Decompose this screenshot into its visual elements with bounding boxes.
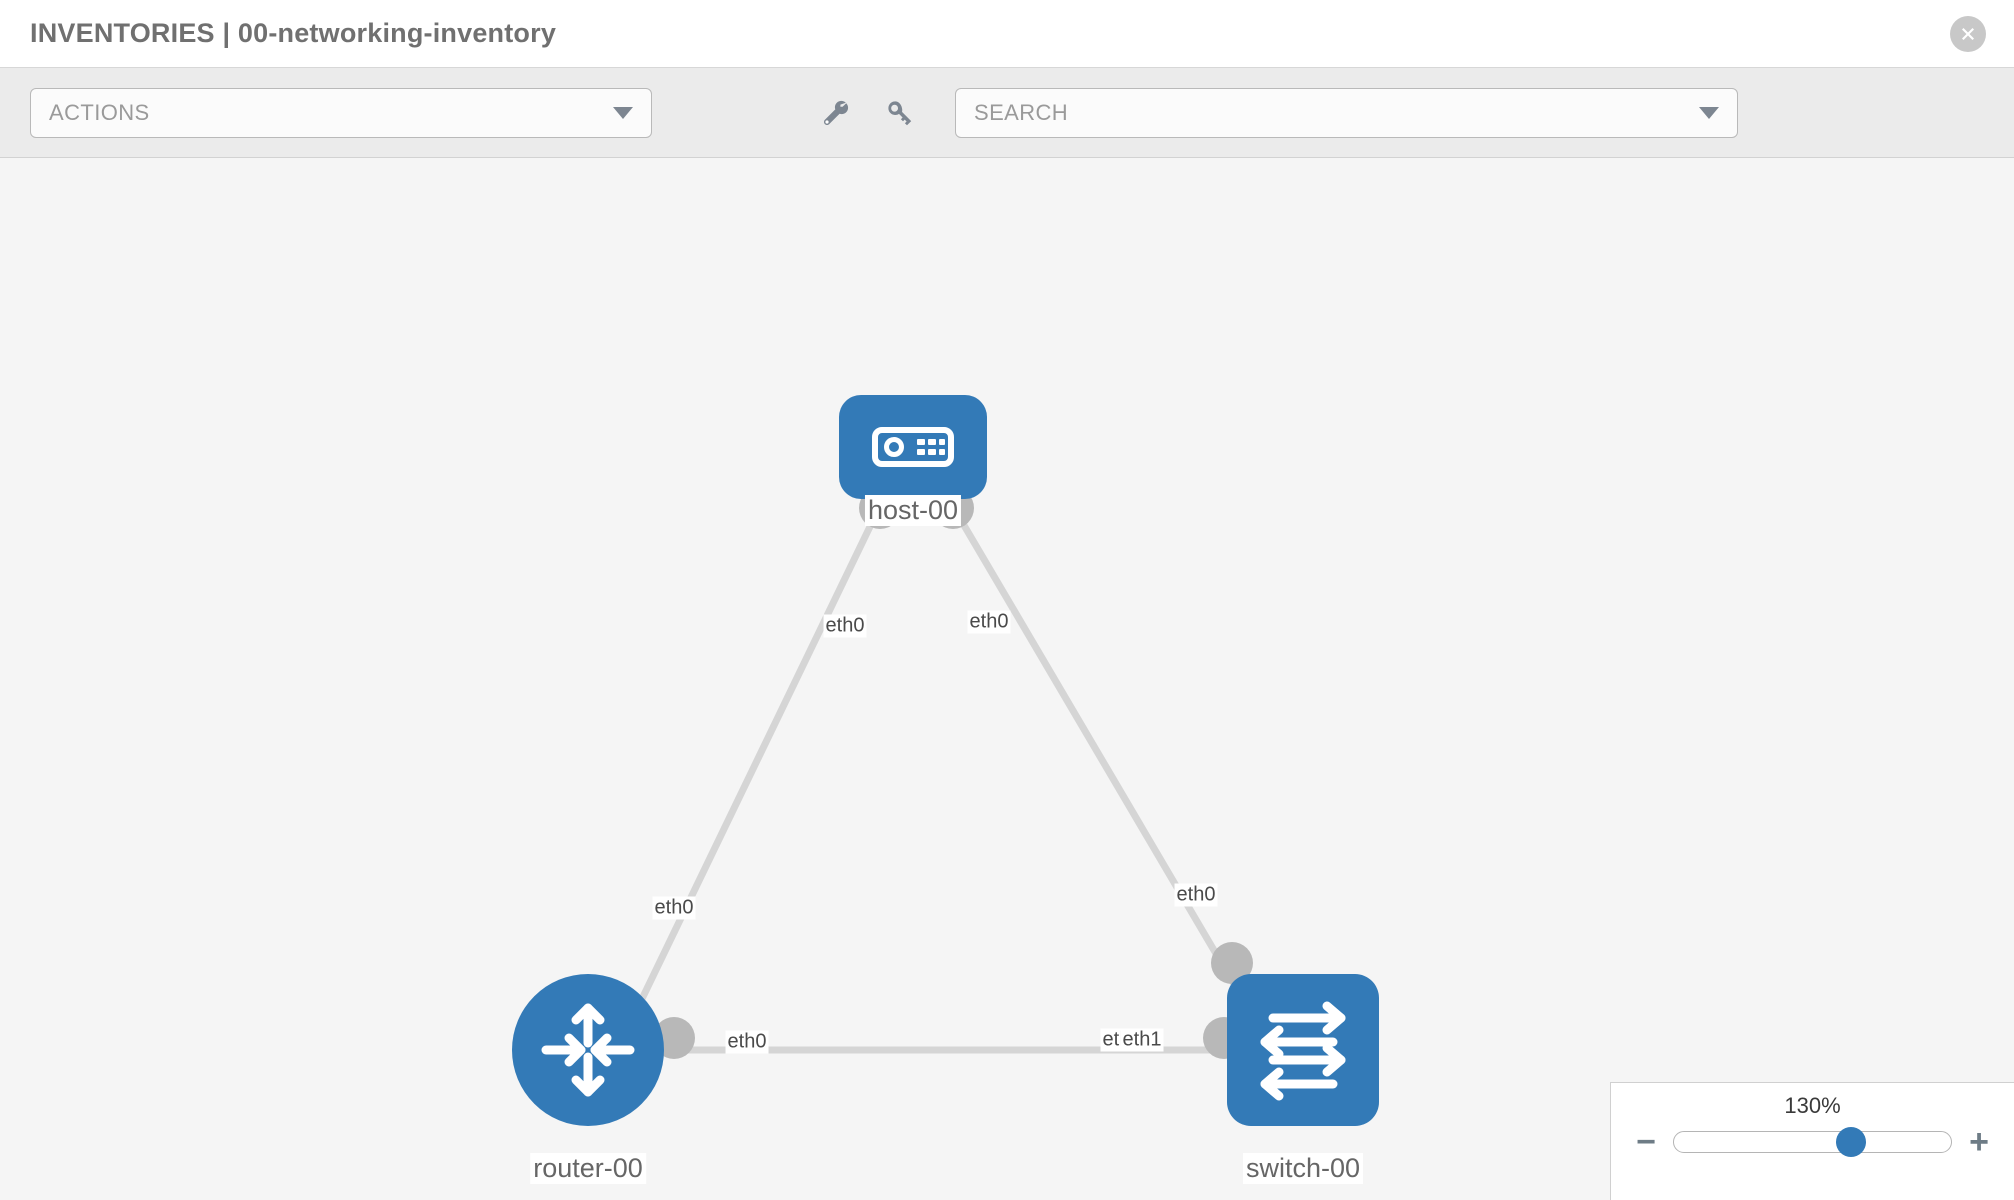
chevron-down-icon [613,106,633,119]
zoom-level-value: 130% [1784,1093,1841,1118]
topology-node-switch-00[interactable] [1227,974,1379,1126]
switch-icon [1260,1001,1346,1101]
topology-node-router-00[interactable] [512,974,664,1126]
key-icon[interactable] [881,96,915,130]
topology-node-label-switch-00: switch-00 [1242,1153,1364,1185]
actions-dropdown-label: ACTIONS [49,99,150,125]
topology-links [636,487,1253,1059]
interface-label-router-host: eth0 [652,896,696,920]
connector-dot [1211,942,1253,984]
actions-dropdown[interactable]: ACTIONS [30,87,652,138]
zoom-slider-row: − + [1611,1125,2014,1159]
zoom-control-panel: 130% − + [1610,1082,2014,1200]
topology-node-host-00[interactable] [839,395,987,499]
interface-label-host-router: eth0 [823,614,867,638]
chevron-down-icon [1699,106,1719,119]
zoom-in-button[interactable]: + [1969,1123,1989,1161]
search-input-placeholder: SEARCH [974,99,1069,125]
topology-diagram: host-00 router-00 [0,158,2014,1200]
zoom-slider[interactable] [1673,1127,1952,1157]
zoom-slider-thumb[interactable] [1836,1127,1867,1157]
interface-label-switch-host: eth0 [1174,883,1218,907]
zoom-out-button[interactable]: − [1636,1123,1656,1161]
topology-node-label-router-00: router-00 [530,1153,646,1185]
interface-label-host-switch: eth0 [967,610,1011,634]
link-connectors [653,487,1253,1059]
link-host-router [636,508,882,1005]
topology-node-label-host-00: host-00 [864,495,962,527]
server-icon [872,427,954,467]
link-host-switch [951,508,1249,1005]
page-title: INVENTORIES | 00-networking-inventory [30,18,557,48]
close-icon[interactable] [1950,15,1986,52]
router-icon [541,1003,635,1097]
topology-canvas[interactable]: host-00 router-00 [0,158,2014,1200]
interface-label-router-switch: eth0 [725,1030,769,1054]
search-input[interactable]: SEARCH [955,87,1738,138]
wrench-icon[interactable] [817,96,851,130]
toolbar-icon-group [817,96,915,130]
interface-label-switch-router-eth1: eth1 [1120,1028,1164,1052]
window-header: INVENTORIES | 00-networking-inventory [0,0,2014,68]
toolbar: ACTIONS SEARCH [0,68,2014,158]
